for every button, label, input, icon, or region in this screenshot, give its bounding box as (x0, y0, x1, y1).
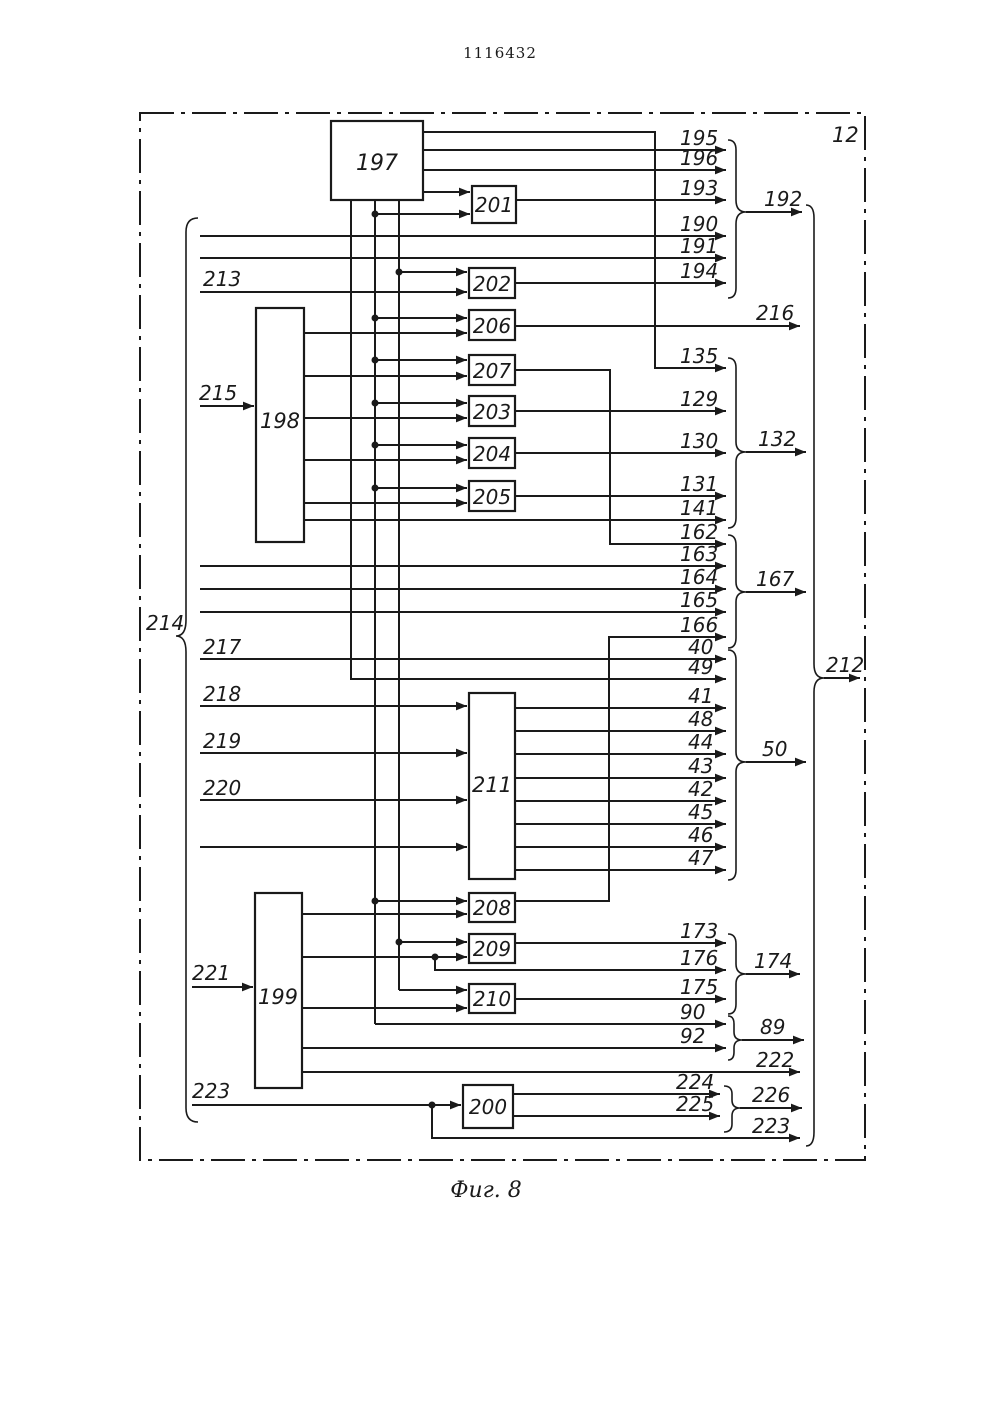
label-196: 196 (680, 146, 718, 170)
label-215: 215 (199, 381, 237, 405)
label-49: 49 (688, 655, 713, 679)
block-206: 206 (469, 310, 515, 340)
label-42: 42 (688, 777, 713, 801)
label-193: 193 (680, 176, 718, 200)
label-164: 164 (680, 565, 718, 589)
block-203: 203 (469, 396, 515, 426)
label-219: 219 (203, 729, 241, 753)
block-202: 202 (469, 268, 515, 298)
block-201-label: 201 (475, 193, 513, 217)
label-173: 173 (680, 919, 718, 943)
label-217: 217 (203, 635, 241, 659)
block-207: 207 (469, 355, 515, 385)
label-131: 131 (680, 472, 718, 496)
block-209: 209 (469, 934, 515, 963)
label-135: 135 (680, 344, 718, 368)
label-group-212: 212 (826, 653, 864, 677)
block-203-label: 203 (473, 400, 511, 424)
label-213: 213 (203, 267, 241, 291)
block-209-label: 209 (473, 937, 511, 961)
label-190: 190 (680, 212, 718, 236)
wires-middle (200, 566, 726, 847)
document-number: 1116432 (463, 44, 537, 62)
label-222: 222 (756, 1048, 794, 1072)
label-162: 162 (680, 520, 718, 544)
label-92: 92 (680, 1024, 705, 1048)
block-198-label: 198 (260, 409, 300, 433)
label-group-192: 192 (764, 187, 802, 211)
label-216: 216 (756, 301, 794, 325)
block-208-label: 208 (473, 896, 511, 920)
block-197-label: 197 (356, 151, 398, 176)
label-223-out: 223 (752, 1114, 790, 1138)
label-47: 47 (688, 846, 714, 870)
wires-198 (304, 315, 800, 545)
label-41: 41 (688, 684, 713, 708)
output-labels: 195 196 193 190 191 194 216 135 129 130 … (676, 126, 794, 1138)
label-90: 90 (680, 1000, 705, 1024)
label-165: 165 (680, 588, 718, 612)
block-205: 205 (469, 481, 515, 511)
label-163: 163 (680, 542, 718, 566)
figure-caption: Фиг. 8 (450, 1178, 522, 1203)
block-206-label: 206 (473, 314, 511, 338)
block-201: 201 (472, 186, 516, 223)
label-224: 224 (676, 1070, 714, 1094)
frame-label: 12 (832, 123, 859, 147)
block-197: 197 (331, 121, 423, 200)
label-group-50: 50 (762, 737, 787, 761)
label-43: 43 (688, 754, 713, 778)
label-175: 175 (680, 975, 718, 999)
label-48: 48 (688, 707, 713, 731)
block-204: 204 (469, 438, 515, 468)
block-198: 198 (256, 308, 304, 542)
label-45: 45 (688, 800, 713, 824)
block-211-label: 211 (472, 773, 512, 797)
label-166: 166 (680, 613, 718, 637)
label-176: 176 (680, 946, 718, 970)
block-210-label: 210 (473, 987, 511, 1011)
label-group-89: 89 (760, 1015, 785, 1039)
label-194: 194 (680, 259, 718, 283)
block-205-label: 205 (473, 485, 511, 509)
label-218: 218 (203, 682, 241, 706)
block-199: 199 (255, 893, 302, 1088)
block-208: 208 (469, 893, 515, 922)
label-225: 225 (676, 1092, 714, 1116)
label-129: 129 (680, 387, 718, 411)
block-211: 211 (469, 693, 515, 879)
wires-197 (351, 132, 726, 1024)
label-group-226: 226 (752, 1083, 790, 1107)
label-group-132: 132 (758, 427, 796, 451)
label-191: 191 (680, 234, 718, 258)
block-199-label: 199 (258, 985, 298, 1009)
block-200: 200 (463, 1085, 513, 1128)
label-220: 220 (203, 776, 241, 800)
block-200-label: 200 (469, 1095, 507, 1119)
input-labels: 213 215 214 217 218 219 220 221 223 (146, 267, 241, 1103)
label-223: 223 (192, 1079, 230, 1103)
label-214: 214 (146, 611, 184, 635)
label-44: 44 (688, 730, 713, 754)
block-210: 210 (469, 984, 515, 1013)
label-141: 141 (680, 496, 718, 520)
block-202-label: 202 (473, 272, 511, 296)
label-group-174: 174 (754, 949, 792, 973)
block-204-label: 204 (473, 442, 511, 466)
label-130: 130 (680, 429, 718, 453)
label-group-167: 167 (756, 567, 794, 591)
label-46: 46 (688, 823, 713, 847)
label-221: 221 (192, 961, 230, 985)
block-207-label: 207 (473, 359, 511, 383)
